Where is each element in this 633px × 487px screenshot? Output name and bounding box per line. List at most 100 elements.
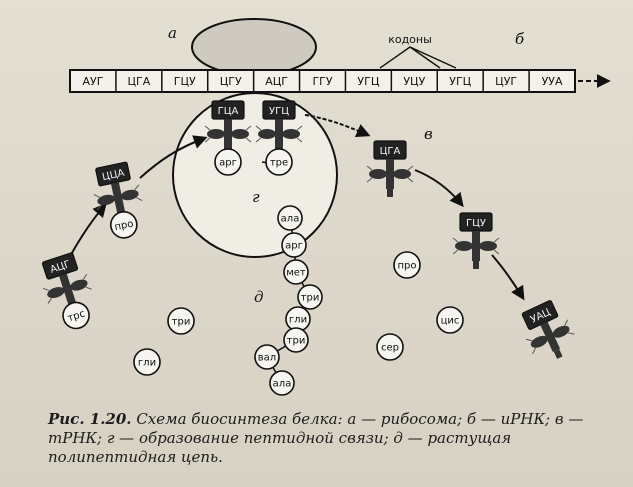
trna-stem bbox=[110, 181, 126, 213]
peptide-residue bbox=[254, 344, 280, 370]
codon-8: УЦУ bbox=[403, 75, 425, 88]
free-amino-acid-label: три bbox=[172, 317, 191, 328]
trna-arm-left bbox=[369, 169, 387, 179]
trna-arm-right bbox=[393, 169, 411, 179]
trna-arm-right bbox=[282, 129, 300, 139]
trna-arm-right bbox=[231, 129, 249, 139]
label-d: д bbox=[254, 288, 264, 306]
ribosome-large-subunit bbox=[172, 92, 338, 258]
codon-5: АЦГ bbox=[265, 75, 288, 88]
trna-arm-right bbox=[120, 189, 139, 201]
trna-amino-acid bbox=[62, 301, 90, 330]
codon-7: УГЦ bbox=[357, 75, 379, 88]
peptide-residue-label: три bbox=[301, 293, 320, 304]
codon-1: АУГ bbox=[82, 75, 103, 88]
peptide-residue-label: вал bbox=[258, 353, 276, 364]
trna-amino-acid-label: про bbox=[114, 218, 135, 233]
peptide-residue-label: три bbox=[287, 336, 306, 347]
trna-hatch bbox=[525, 319, 575, 354]
codon-9: УГЦ bbox=[449, 75, 471, 88]
trna-molecule: ГЦУ bbox=[452, 212, 500, 269]
trna-hatch bbox=[93, 184, 143, 211]
arrow-trna2-to-ribosome bbox=[139, 135, 208, 179]
ribosome-small-subunit bbox=[191, 18, 317, 76]
trna-anticodon: ГЦА bbox=[218, 106, 239, 117]
peptide-residue-label: мет bbox=[286, 268, 306, 279]
free-amino-acid-group: три гли про цис сер bbox=[133, 251, 464, 376]
free-amino-acid-label: цис bbox=[441, 316, 460, 327]
trna-hatch bbox=[452, 237, 500, 255]
arrow-trna1-to-trna2 bbox=[67, 202, 107, 261]
trna-amino-acid-label: тре bbox=[270, 158, 288, 169]
trna-arm-left bbox=[207, 129, 225, 139]
codon-2: ЦГА bbox=[127, 75, 150, 88]
free-amino-acid-label: гли bbox=[138, 358, 156, 369]
trna-arm-left bbox=[455, 241, 473, 251]
trna-hatch bbox=[366, 165, 414, 183]
trna-amino-acid bbox=[265, 148, 293, 176]
codons-bracket bbox=[379, 46, 457, 69]
codon-group: АУГ ЦГА ГЦУ ЦГУ АЦГ ГГУ УГЦ УЦУ УГЦ ЦУГ УУА bbox=[82, 70, 563, 92]
free-amino-acid-label: про bbox=[397, 261, 416, 272]
label-a: а bbox=[168, 24, 177, 42]
trna-acceptor-end bbox=[553, 349, 563, 359]
arrow-trna-release-1 bbox=[414, 169, 464, 208]
peptide-residue bbox=[283, 259, 309, 285]
trna-stem bbox=[386, 159, 394, 189]
mrna-strand bbox=[69, 69, 576, 93]
trna-arm-left bbox=[97, 194, 116, 206]
free-amino-acid bbox=[133, 348, 161, 376]
free-amino-acid bbox=[167, 307, 195, 335]
free-amino-acid bbox=[376, 333, 404, 361]
trna-anticodon: УГЦ bbox=[269, 106, 289, 117]
trna-stem bbox=[472, 231, 480, 261]
figure-caption: Рис. 1.20. Схема биосинтеза белка: а — р… bbox=[48, 410, 618, 467]
peptide-residue bbox=[281, 232, 307, 258]
peptide-residue-label: ала bbox=[281, 214, 300, 225]
peptide-residue-label: ала bbox=[273, 379, 292, 390]
trna-stem bbox=[58, 273, 76, 305]
trna-acceptor-end bbox=[387, 189, 393, 197]
free-amino-acid bbox=[436, 306, 464, 334]
codon-11: УУА bbox=[542, 75, 563, 88]
free-amino-acid bbox=[393, 251, 421, 279]
trna-acceptor-end bbox=[473, 261, 479, 269]
trna-stem bbox=[540, 321, 561, 353]
trna-arm-right bbox=[479, 241, 497, 251]
trna-hatch bbox=[42, 273, 92, 304]
trna-arm-left bbox=[258, 129, 276, 139]
trna-anticodon: ГЦУ bbox=[466, 218, 486, 229]
arrow-trna-exit bbox=[304, 114, 371, 137]
peptide-residue bbox=[269, 370, 295, 396]
trna-amino-acid-label: арг bbox=[219, 158, 237, 169]
trna-arm-left bbox=[530, 335, 548, 348]
codons-label: кодоны bbox=[388, 33, 432, 46]
label-v: в bbox=[424, 125, 433, 143]
codon-3: ГЦУ bbox=[174, 75, 196, 88]
caption-figure-number: Рис. 1.20. bbox=[48, 410, 132, 428]
codon-10: ЦУГ bbox=[495, 75, 517, 88]
peptide-residue-label: гли bbox=[289, 315, 307, 326]
codon-6: ГГУ bbox=[312, 75, 332, 88]
protein-synthesis-diagram: АУГ ЦГА ГЦУ ЦГУ АЦГ ГГУ УГЦ УЦУ УГЦ ЦУГ УУА кодоны… bbox=[41, 18, 611, 396]
peptide-residue bbox=[297, 284, 323, 310]
trna-molecule: ЦГА bbox=[366, 140, 414, 197]
arrow-trna-release-2 bbox=[491, 254, 525, 301]
trna-molecule: УАЦ bbox=[521, 300, 575, 359]
free-amino-acid-label: сер bbox=[381, 343, 399, 354]
peptide-residue bbox=[283, 327, 309, 353]
trna-arm-right bbox=[70, 279, 88, 291]
codon-4: ЦГУ bbox=[220, 75, 242, 88]
trna-amino-acid bbox=[214, 148, 242, 176]
peptide-residue bbox=[277, 205, 303, 231]
trna-molecule: ГЦА арг bbox=[204, 100, 252, 176]
trna-molecule: УГЦ тре bbox=[255, 100, 303, 176]
label-b: б bbox=[515, 30, 525, 48]
trna-arm-right bbox=[552, 325, 570, 338]
trna-hatch bbox=[204, 125, 252, 143]
